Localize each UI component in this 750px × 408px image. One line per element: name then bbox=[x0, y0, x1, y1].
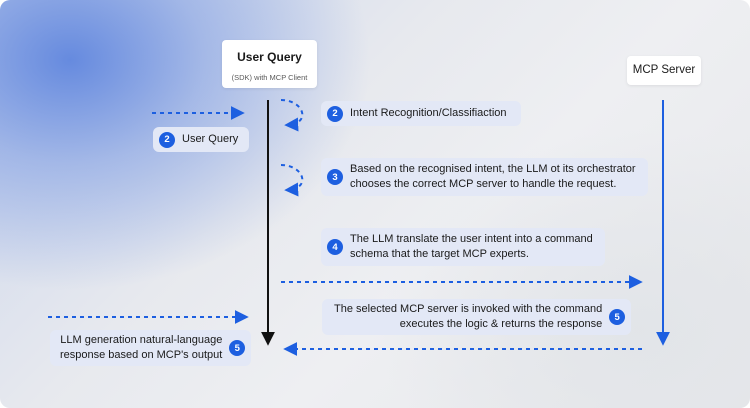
step-text: The LLM translate the user intent into a… bbox=[350, 232, 593, 262]
self-loop-select-server bbox=[280, 164, 304, 197]
step-text-line1: The selected MCP server is invoked with … bbox=[334, 303, 603, 315]
user-query-node: User Query (SDK) with MCP Client bbox=[222, 40, 317, 88]
step-number-badge: 3 bbox=[327, 169, 343, 185]
step-text: The selected MCP server is invoked with … bbox=[334, 302, 602, 332]
step-number-badge: 5 bbox=[229, 340, 246, 356]
step-text-line1: LLM generation natural-language bbox=[60, 334, 223, 346]
user-query-node-title: User Query bbox=[237, 50, 302, 64]
step-text-line2: response based on MCP's output bbox=[60, 349, 223, 361]
step-choose-server: 3 Based on the recognised intent, the LL… bbox=[321, 158, 648, 196]
mcp-server-node-title: MCP Server bbox=[632, 64, 696, 76]
step-text-line2: executes the logic & returns the respons… bbox=[399, 318, 603, 330]
step-text-line1: The LLM translate the user intent into a… bbox=[350, 233, 593, 245]
step-translate-intent: 4 The LLM translate the user intent into… bbox=[321, 228, 605, 266]
step-invoke-server: The selected MCP server is invoked with … bbox=[322, 299, 632, 335]
step-text: Based on the recognised intent, the LLM … bbox=[350, 162, 636, 192]
self-loop-intent bbox=[280, 99, 304, 132]
step-text: LLM generation natural-language response… bbox=[60, 333, 222, 363]
mcp-server-node: MCP Server bbox=[627, 56, 701, 85]
user-query-node-subtitle: (SDK) with MCP Client bbox=[231, 73, 308, 82]
step-number-badge: 2 bbox=[159, 131, 175, 148]
step-text: Intent Recognition/Classifiaction bbox=[350, 107, 507, 119]
step-number-badge: 4 bbox=[327, 239, 343, 255]
step-intent-recognition: 2 Intent Recognition/Classifiaction bbox=[321, 101, 521, 126]
step-llm-generation: LLM generation natural-language response… bbox=[50, 330, 252, 366]
step-user-query: 2 User Query bbox=[153, 127, 250, 152]
step-text-line2: schema that the target MCP experts. bbox=[350, 248, 529, 260]
step-number-badge: 2 bbox=[327, 105, 343, 122]
step-text: User Query bbox=[182, 133, 239, 145]
step-number-badge: 5 bbox=[609, 309, 626, 325]
step-text-line2: chooses the correct MCP server to handle… bbox=[350, 178, 617, 190]
step-text-line1: Based on the recognised intent, the LLM … bbox=[350, 163, 636, 175]
